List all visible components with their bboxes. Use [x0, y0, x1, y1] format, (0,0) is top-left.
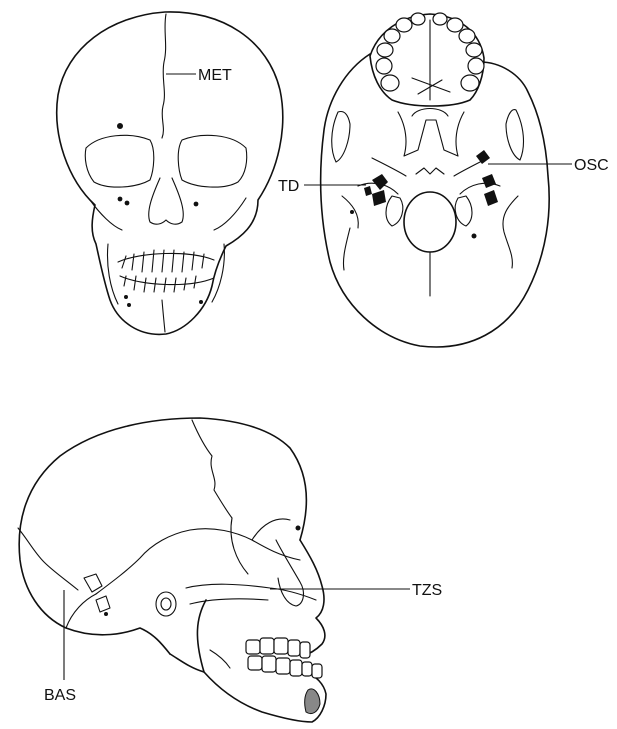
- label-tzs: TZS: [412, 582, 442, 599]
- skull-frontal-view: [57, 12, 283, 334]
- label-met: MET: [198, 67, 232, 84]
- label-bas: BAS: [44, 687, 76, 704]
- foramen-magnum: [404, 192, 456, 252]
- skull-inferior-view: [321, 13, 550, 347]
- lateral-teeth: [246, 638, 322, 678]
- label-osc: OSC: [574, 157, 609, 174]
- label-td: TD: [278, 178, 299, 195]
- external-auditory-meatus: [156, 592, 176, 616]
